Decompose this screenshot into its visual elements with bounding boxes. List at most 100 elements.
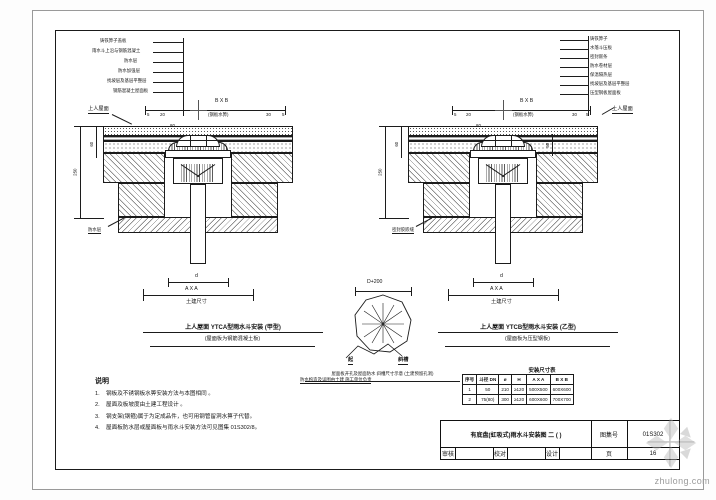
table-cell: 210 xyxy=(498,384,512,395)
left-callout-2: 防水层 xyxy=(124,58,138,63)
left-drain-flange xyxy=(165,150,231,158)
right-caption-main: 上人屋面 YTCB型雨水斗安装 (乙型) xyxy=(438,325,618,333)
title-block: 有底盘(虹吸式)雨水斗安装图 二 ( ) 图集号 01S302 审核 校对 设计… xyxy=(440,420,680,460)
note-item: 3.钢支架(钢箍)属于为定成品件，也可用钢管留洞水箅子代替。 xyxy=(95,413,256,420)
note-item: 4.屋面板防水层或屋面板与雨水斗安装方法可见图集 01S302/8。 xyxy=(95,425,261,432)
left-downpipe xyxy=(190,184,206,264)
right-callout-5: 找坡层及基层平整层 xyxy=(590,81,630,86)
table-row: 2 75(80) 300 ≥120 600X600 700X700 xyxy=(461,394,574,405)
left-dim-5-b: 5 xyxy=(282,112,285,117)
page-border xyxy=(32,10,704,490)
left-caption-main: 上人屋面 YTCA型雨水斗安装 (甲型) xyxy=(143,325,323,333)
title-block-drawing-title: 有底盘(虹吸式)雨水斗安装图 二 ( ) xyxy=(470,433,562,439)
left-note-waterproof: 防水层 xyxy=(88,227,102,235)
left-dim-d: d xyxy=(195,273,198,279)
middle-dim-label: D+200 xyxy=(367,279,383,285)
drawing-frame xyxy=(55,30,680,470)
right-drain-dome xyxy=(481,135,525,147)
right-side-dim-50: 50 xyxy=(545,142,551,148)
right-downpipe xyxy=(495,184,511,264)
title-block-review-label: 审核 xyxy=(441,452,454,458)
left-callout-1: 雨水斗上沿与钢筋混凝土 xyxy=(92,48,141,53)
left-callout-3: 防水加强层 xyxy=(118,68,140,73)
right-dim-ground: 土建尺寸 xyxy=(491,299,512,305)
middle-leader-left-label: 起 xyxy=(348,357,354,366)
right-top-dim-label: B X B xyxy=(520,98,534,104)
left-slab-right xyxy=(231,153,293,183)
left-slab-left xyxy=(103,153,165,183)
title-block-page-number: 16 xyxy=(649,450,657,457)
right-dim-d: d xyxy=(500,273,503,279)
table-cell: 500X500 xyxy=(526,384,551,395)
right-callout-6: 压型钢板屋面板 xyxy=(590,90,621,95)
right-slab-drop-right xyxy=(536,183,583,217)
table-cell: ≥120 xyxy=(510,394,528,405)
left-walkable-roof-label: 上人屋面 xyxy=(88,106,109,115)
right-dim-80: 80 xyxy=(476,123,481,128)
right-slab-right xyxy=(536,153,598,183)
right-dim-axa: A X A xyxy=(490,286,503,292)
middle-caption: 屋面板开孔及屋面防水 斜槽尺寸示意 (土建预留孔洞) xyxy=(331,371,434,376)
left-slab-drop-left xyxy=(118,183,165,217)
left-dim-20: 20 xyxy=(160,112,165,117)
left-dim-30: 30 xyxy=(266,112,271,117)
right-dim-20: 20 xyxy=(466,112,471,117)
right-callout-0: 铸铁箅子 xyxy=(590,36,608,41)
right-callout-1: 水落斗压板 xyxy=(590,45,612,50)
left-dim-80: 80 xyxy=(170,123,175,128)
table-col-header: ø xyxy=(498,374,512,385)
table-row: 1 50 210 ≥120 500X500 600X600 xyxy=(461,384,574,395)
table-col-header: 序号 xyxy=(461,374,478,385)
right-slab-left xyxy=(408,153,470,183)
left-caption-sub: (屋面板为钢筋混凝土板) xyxy=(204,336,261,342)
right-dim-5-b: 5 xyxy=(586,112,589,117)
left-dim-5-a: 5 xyxy=(147,112,150,117)
table-cell: 600X600 xyxy=(526,394,551,405)
left-callout-4: 找坡层及基层平整层 xyxy=(107,78,147,83)
note-text: 钢支架(钢箍)属于为定成品件，也可用钢管留洞水箅子代替。 xyxy=(106,413,256,420)
table-cell: ≥120 xyxy=(510,384,528,395)
size-table: 序号 斗径 DN ø H A X A B X B 1 50 210 ≥120 5… xyxy=(461,374,574,405)
right-callout-2: 密封嵌条 xyxy=(590,54,608,59)
notes-header: 说明 xyxy=(95,378,109,385)
table-cell: 700X700 xyxy=(549,394,574,405)
notes-right-label: 防水构造及详图由土建 施工单位负责 xyxy=(300,377,372,385)
note-text: 钢板及不锈钢板水箅安装方法与本图相同 。 xyxy=(106,391,214,397)
note-text: 屋面及板坡度由土建工程设计 。 xyxy=(106,402,186,409)
table-col-header: B X B xyxy=(549,374,574,385)
table-cell: 1 xyxy=(461,384,478,395)
left-dim-axa: A X A xyxy=(185,286,198,292)
title-block-atlas-number: 01S302 xyxy=(642,431,664,438)
right-top-dim-sub: (钢板水箅) xyxy=(513,112,534,117)
right-callout-4: 保温隔热层 xyxy=(590,72,612,77)
table-col-header: H xyxy=(510,374,528,385)
title-block-atlas-label: 图集号 xyxy=(599,433,618,439)
watermark-text: zhulong.com xyxy=(654,476,710,486)
size-table-title: 安装尺寸表 xyxy=(528,368,556,374)
notes-block: 说明 1.钢板及不锈钢板水箅安装方法与本图相同 。 2.屋面及板坡度由土建工程设… xyxy=(95,376,395,435)
table-header-row: 序号 斗径 DN ø H A X A B X B xyxy=(461,374,574,385)
right-slab-drop-left xyxy=(423,183,470,217)
right-side-dim-60: 60 xyxy=(394,141,400,147)
roof-opening-shape xyxy=(354,294,412,353)
left-callout-0: 铸铁箅子盖板 xyxy=(100,38,127,43)
left-drain-dome xyxy=(176,135,220,147)
table-cell: 300 xyxy=(498,394,512,405)
note-item: 1.钢板及不锈钢板水箅安装方法与本图相同 。 xyxy=(95,391,214,397)
title-block-design-label: 设计 xyxy=(545,452,558,458)
right-dim-30: 30 xyxy=(572,112,577,117)
title-block-page-label: 页 xyxy=(605,452,612,458)
table-cell: 50 xyxy=(476,384,500,395)
note-item: 2.屋面及板坡度由土建工程设计 。 xyxy=(95,402,186,409)
right-note-sealant: 密封胶嵌缝 xyxy=(392,227,414,235)
title-block-proof-label: 校对 xyxy=(493,452,506,458)
left-top-dim-sub: (钢板水箅) xyxy=(208,112,229,117)
right-caption-sub: (屋面板为压型钢板) xyxy=(505,336,550,342)
table-cell: 600X600 xyxy=(549,384,574,395)
right-dim-5-a: 5 xyxy=(454,112,457,117)
middle-leader-lines xyxy=(345,343,403,359)
table-col-header: 斗径 DN xyxy=(476,374,500,385)
right-drain-flange xyxy=(470,150,536,158)
middle-leader-right-label: 斜槽 xyxy=(398,357,409,366)
